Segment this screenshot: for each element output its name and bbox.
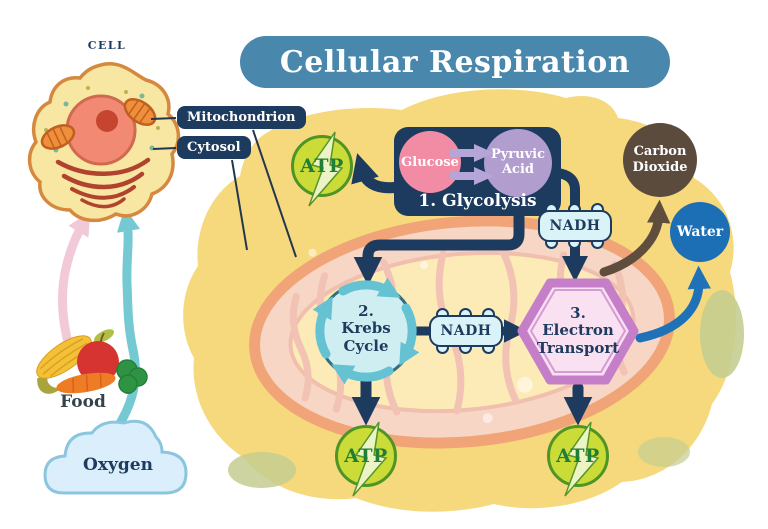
mitochondrion-label: Mitochondrion [177,106,306,129]
arrow-oxygen-up [111,207,141,435]
nadh-badge-krebs: NADH [429,308,503,354]
nucleolus [96,110,118,132]
water-circle: Water [670,202,730,262]
cytosol-green-patches [228,290,744,488]
food-illustration [36,329,148,394]
atp-label: ATP [344,445,388,467]
cell-illustration [27,62,181,223]
nadh-label: NADH [538,210,612,242]
food-label: Food [60,392,106,412]
oxygen-label: Oxygen [83,455,153,475]
page-title: Cellular Respiration [240,36,670,88]
cytoplasm-dots [44,86,160,153]
glycolysis-box: Glucose Pyruvic Acid 1. Glycolysis [394,127,561,216]
cytosol-label: Cytosol [177,136,251,159]
arrow-to-carbon-dioxide [599,199,671,277]
glucose-circle: Glucose [399,131,461,193]
atp-badge-krebs: ATP [335,421,397,497]
krebs-cycle-label: 2. Krebs Cycle [341,302,391,355]
apple-leaf [94,329,114,343]
cell-caption: CELL [87,39,127,52]
carrot [56,372,116,394]
corn [36,335,92,394]
callout-leader-lines [150,117,297,258]
nadh-label: NADH [429,315,503,347]
mitochondrion-small-left [40,124,76,150]
krebs-cycle-circle [312,277,420,385]
mitochondrion-small-right [123,98,157,126]
pyruvic-acid-circle: Pyruvic Acid [484,129,552,197]
broccoli [116,359,148,394]
cycle-arrows-icon [312,277,420,385]
oxygen-cloud [43,419,188,495]
carbon-dioxide-circle: Carbon Dioxide [623,123,697,197]
arrow-glycolysis-to-krebs [353,208,525,286]
electron-transport-label: 3. Electron Transport [536,304,620,357]
atp-label: ATP [556,445,600,467]
atp-badge-glycolysis: ATP [291,131,353,207]
nadh-badge-pyruvate: NADH [538,203,612,249]
chevron-right-icon [450,167,494,185]
glycolysis-step-label: 1. Glycolysis [418,191,537,211]
endoplasmic-reticulum [55,157,151,209]
electron-transport-hexagon [517,278,639,385]
reaction-arrows [450,144,498,185]
atp-badge-electron-transport: ATP [547,421,609,497]
arrow-to-water [635,265,711,343]
chevron-right-icon [450,144,494,162]
arrow-food-up [57,211,91,355]
apple [77,341,119,383]
atp-label: ATP [300,155,344,177]
